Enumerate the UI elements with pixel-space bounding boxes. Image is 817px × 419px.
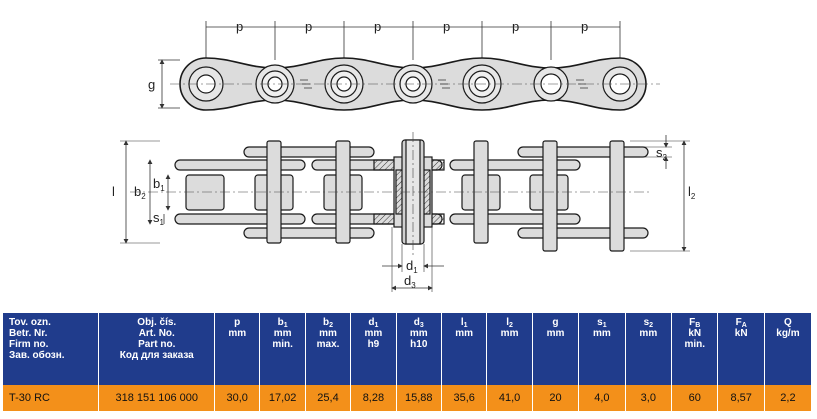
table-cell: 25,4 [304,385,351,411]
b2-label: b2 [134,184,146,201]
table-cell: 8,28 [350,385,397,411]
pitch-label: p [512,19,519,34]
pitch-label: p [374,19,381,34]
header-symbol: d1 [368,317,379,329]
header-line: h10 [410,339,428,350]
pitch-label: p [236,19,243,34]
header-line: kg/m [776,328,800,339]
table-cell: 4,0 [578,385,626,411]
header-line: max. [316,339,340,350]
header-line: Зав. обозн. [9,350,65,361]
column-header: Tov. ozn.Betr. Nr.Firm no.Зав. обозн. [3,313,99,385]
table-cell: 2,2 [763,385,811,411]
table-cell: 318 151 106 000 [98,385,215,411]
header-line: mm [546,328,565,339]
chain-spec-table: Tov. ozn.Betr. Nr.Firm no.Зав. обозн.Obj… [3,313,811,411]
g-label: g [148,77,155,92]
header-line: Код для заказа [119,350,194,361]
pitch-label: p [305,19,312,34]
table-header-row: Tov. ozn.Betr. Nr.Firm no.Зав. обозн.Obj… [3,313,811,385]
header-line: kN [688,328,702,339]
header-line: Betr. Nr. [9,328,48,339]
chain-top-view: p p p p p p g [148,19,660,111]
header-symbol: s2 [643,317,654,329]
table-cell: 15,88 [395,385,442,411]
header-symbol: l1 [460,317,468,329]
table-cell: 17,02 [259,385,306,411]
header-symbol: b2 [323,317,334,329]
header-line: Part no. [138,339,176,350]
table-cell: T-30 RC [3,385,99,411]
header-line: Firm no. [9,339,49,350]
chain-side-view: l b2 b1 s1 s2 l2 d1 d3 [112,132,696,292]
table-cell: 20 [531,385,579,411]
header-line: kN [734,328,748,339]
header-line: mm [500,328,519,339]
header-line: mm [273,328,292,339]
table-cell: 60 [671,385,718,411]
header-line: mm [455,328,474,339]
pitch-labels: p p p p p p [236,19,588,34]
s2-label: s2 [656,145,668,162]
b1-label: b1 [153,176,165,193]
chain-technical-drawing: p p p p p p g [112,19,696,292]
table-cell: 30,0 [214,385,260,411]
column-header: Obj. čís.Art. No.Part no.Код для заказа [98,313,215,385]
header-line: min. [272,339,293,350]
pitch-label: p [443,19,450,34]
header-line: min. [684,339,706,350]
table-cell: 35,6 [440,385,487,411]
table-cell: 8,57 [717,385,765,411]
header-line: mm [319,328,337,339]
header-line: Q [784,317,792,328]
pitch-label: p [581,19,588,34]
d1-label: d1 [406,258,418,275]
header-line: Obj. čís. [137,317,177,328]
header-line: mm [364,328,383,339]
s1-label: s1 [153,210,165,227]
header-symbol: l2 [506,317,513,329]
header-line: p [234,317,241,328]
header-line: mm [228,328,247,339]
d3-label: d3 [404,273,416,290]
header-line: mm [639,328,658,339]
header-line: g [552,317,559,328]
table-cell: 3,0 [624,385,672,411]
header-line: mm [409,328,428,339]
table-cell: 41,0 [486,385,533,411]
header-line: Tov. ozn. [9,317,51,328]
header-line: Art. No. [138,328,175,339]
l-label: l [112,184,115,199]
l2-label: l2 [688,184,696,201]
header-symbol: FA [735,317,747,329]
header-symbol: d3 [413,317,424,329]
header-line: mm [593,328,611,339]
header-symbol: FB [689,317,701,329]
header-symbol: s1 [597,317,607,329]
header-symbol: b1 [277,317,288,329]
header-line: h9 [367,339,380,350]
pitch-marks [205,21,621,60]
